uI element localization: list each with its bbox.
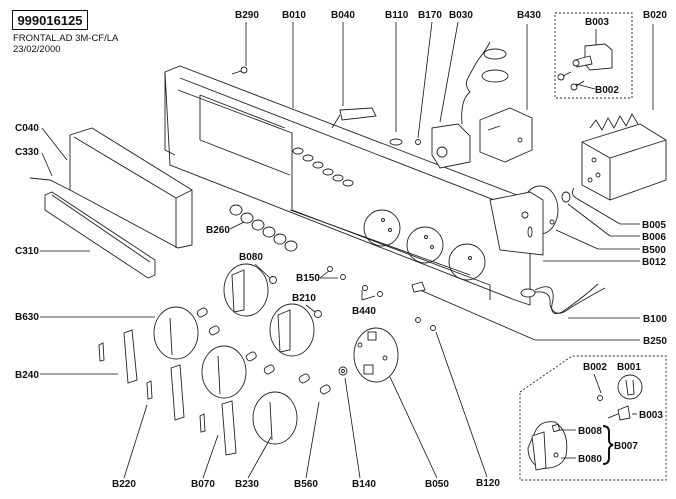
label-b500[interactable]: B500 [642,245,666,256]
label-b290[interactable]: B290 [235,10,259,21]
knob-insert-part [617,374,643,400]
label-b220[interactable]: B220 [112,479,136,490]
label-b012[interactable]: B012 [642,257,666,268]
label-b240[interactable]: B240 [15,370,39,381]
label-b250[interactable]: B250 [643,336,667,347]
connector-part [331,107,377,129]
label-b100[interactable]: B100 [643,314,667,325]
label-b440[interactable]: B440 [352,306,376,317]
screw-part [557,73,565,81]
washer-part [314,310,322,318]
label-b010[interactable]: B010 [282,10,306,21]
push-buttons-part [229,204,298,252]
washer-part [338,366,348,376]
handle-part [170,364,185,421]
screw-part [430,325,436,331]
lamp-part [389,138,403,146]
inset-box-bottom [519,355,667,481]
label-b040[interactable]: B040 [331,10,355,21]
label-b230[interactable]: B230 [235,479,259,490]
label-b070[interactable]: B070 [191,479,215,490]
label-b002[interactable]: B002 [595,85,619,96]
bracket-brace [602,425,614,465]
trim-strip-part [44,191,156,279]
label-b430[interactable]: B430 [517,10,541,21]
label-b560[interactable]: B560 [294,479,318,490]
label-b030[interactable]: B030 [449,10,473,21]
label-b020[interactable]: B020 [643,10,667,21]
label-c040[interactable]: C040 [15,123,39,134]
label-b150[interactable]: B150 [296,273,320,284]
label-b006[interactable]: B006 [642,232,666,243]
label-b080[interactable]: B080 [239,252,263,263]
bracket-part [479,107,533,163]
dial-bracket-part [489,185,559,256]
handle-part [221,400,237,456]
label-b005[interactable]: B005 [642,220,666,231]
screw-part [597,395,603,401]
label-b140[interactable]: B140 [352,479,376,490]
thermostat-part [431,41,509,169]
knob-part [223,263,269,317]
label-b003[interactable]: B003 [585,17,609,28]
inset-label-b008[interactable]: B008 [578,426,602,437]
screw-part [340,274,346,280]
label-c330[interactable]: C330 [15,147,39,158]
diagram-date: 23/02/2000 [13,44,61,55]
label-b110[interactable]: B110 [385,10,409,21]
inset-label-b002[interactable]: B002 [583,362,607,373]
screw-part [415,139,421,145]
handle-part [123,329,138,384]
programmer-timer-part [581,113,667,201]
label-b120[interactable]: B120 [476,478,500,489]
knob-part [153,306,199,360]
model-name: FRONTAL.AD 3M-CF/LA [13,33,119,44]
switch-spindle-part [607,405,631,421]
label-b210[interactable]: B210 [292,293,316,304]
knob-part [201,345,247,399]
label-b050[interactable]: B050 [425,479,449,490]
inset-label-b080[interactable]: B080 [578,454,602,465]
label-b630[interactable]: B630 [15,312,39,323]
label-c310[interactable]: C310 [15,246,39,257]
label-b260[interactable]: B260 [206,225,230,236]
screw-part [240,66,248,74]
screw-part [570,83,578,91]
inset-label-b007[interactable]: B007 [614,441,638,452]
screw-part [327,266,333,272]
wire-harness-part [520,283,606,314]
selector-switch-part [572,43,613,71]
pin-part [98,342,105,362]
washer-part [269,276,277,284]
pin-part [199,413,206,433]
screw-part [415,317,421,323]
clip-part [571,187,577,199]
screw-part [362,285,368,291]
knob-part [527,421,568,471]
knob-part [269,303,315,357]
spring-clip-part [29,177,71,191]
part-number: 999016125 [17,12,83,28]
pin-part [146,380,153,400]
knob-part [252,391,298,445]
front-panel-part [164,65,531,306]
springs-part [196,307,331,395]
part-number-box: 999016125 [12,10,88,30]
screw-part [377,291,383,297]
label-b170[interactable]: B170 [418,10,442,21]
inset-label-b003[interactable]: B003 [639,410,663,421]
switch-disc-part [353,327,399,383]
inset-label-b001[interactable]: B001 [617,362,641,373]
inset-box-top [554,12,633,99]
bushing-part [561,191,571,203]
clip-part [411,281,426,293]
